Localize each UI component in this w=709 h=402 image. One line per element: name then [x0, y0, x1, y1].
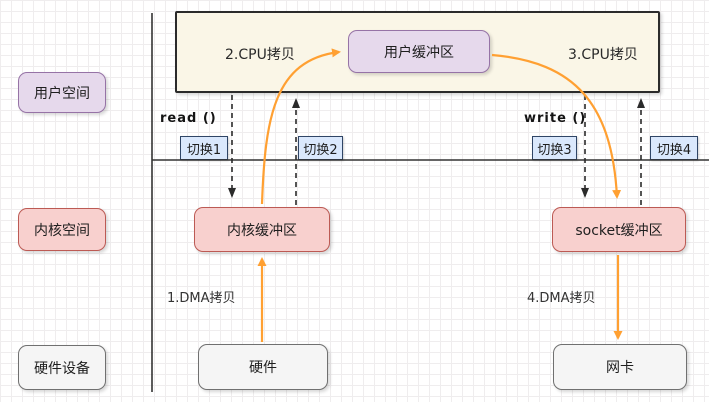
layer-label-hardware-text: 硬件设备 [34, 360, 90, 377]
switch-chip-3: 切换3 [532, 136, 577, 160]
layer-label-user-space: 用户空间 [18, 72, 106, 113]
node-socket-buffer-text: socket缓冲区 [575, 222, 663, 239]
write-syscall-label: write () [524, 111, 587, 126]
cpu-copy-3-label: 3.CPU拷贝 [568, 47, 638, 63]
node-kernel-buffer-text: 内核缓冲区 [227, 222, 297, 239]
cpu-copy-2-label: 2.CPU拷贝 [225, 47, 295, 63]
switch-chip-2: 切换2 [298, 136, 343, 160]
node-kernel-buffer: 内核缓冲区 [194, 207, 330, 252]
node-hardware: 硬件 [198, 344, 328, 390]
dma-copy-4-label: 4.DMA拷贝 [527, 291, 596, 306]
node-hardware-text: 硬件 [249, 360, 277, 376]
switch-chip-4-text: 切换4 [656, 142, 692, 158]
node-nic: 网卡 [553, 344, 687, 390]
node-user-buffer-text: 用户缓冲区 [384, 44, 454, 61]
node-socket-buffer: socket缓冲区 [552, 207, 686, 252]
layer-label-user-space-text: 用户空间 [34, 85, 90, 102]
layer-label-hardware: 硬件设备 [18, 345, 106, 390]
switch-chip-4: 切换4 [650, 136, 698, 160]
switch-chip-2-text: 切换2 [303, 142, 338, 158]
layer-label-kernel-space-text: 内核空间 [34, 222, 90, 239]
switch-chip-1: 切换1 [180, 136, 228, 160]
read-syscall-label: read () [160, 111, 217, 126]
node-user-buffer: 用户缓冲区 [348, 30, 490, 73]
layer-label-kernel-space: 内核空间 [18, 208, 106, 251]
switch-chip-1-text: 切换1 [186, 142, 222, 158]
switch-chip-3-text: 切换3 [537, 142, 572, 158]
node-nic-text: 网卡 [606, 360, 634, 376]
dma-copy-1-label: 1.DMA拷贝 [167, 291, 236, 306]
